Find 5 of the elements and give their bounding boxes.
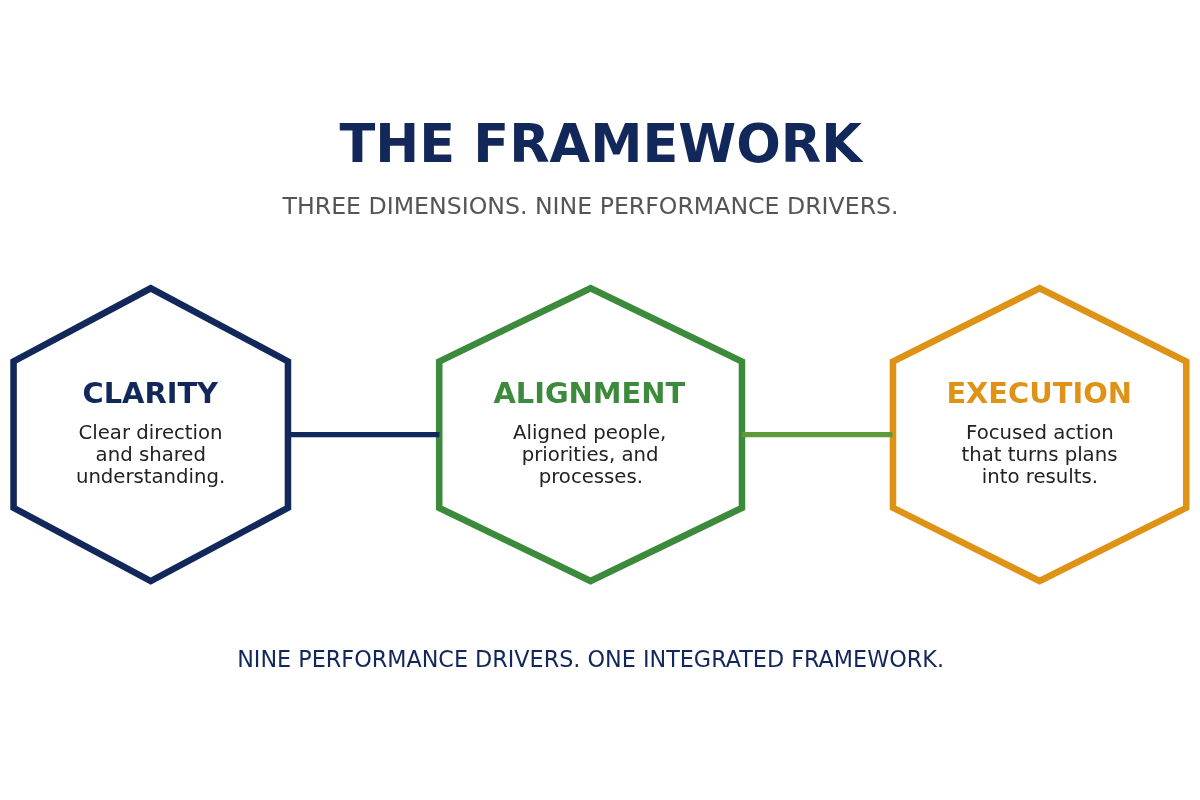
connector — [741, 431, 893, 437]
connector — [288, 431, 440, 437]
label: THREE DIMENSIONS. NINE PERFORMANCE DRIVERS. — [282, 191, 899, 220]
label: NINE PERFORMANCE DRIVERS. ONE INTEGRATED FRAMEWORK. — [237, 645, 944, 671]
diagram-title: THE FRAMEWORK — [339, 112, 862, 174]
